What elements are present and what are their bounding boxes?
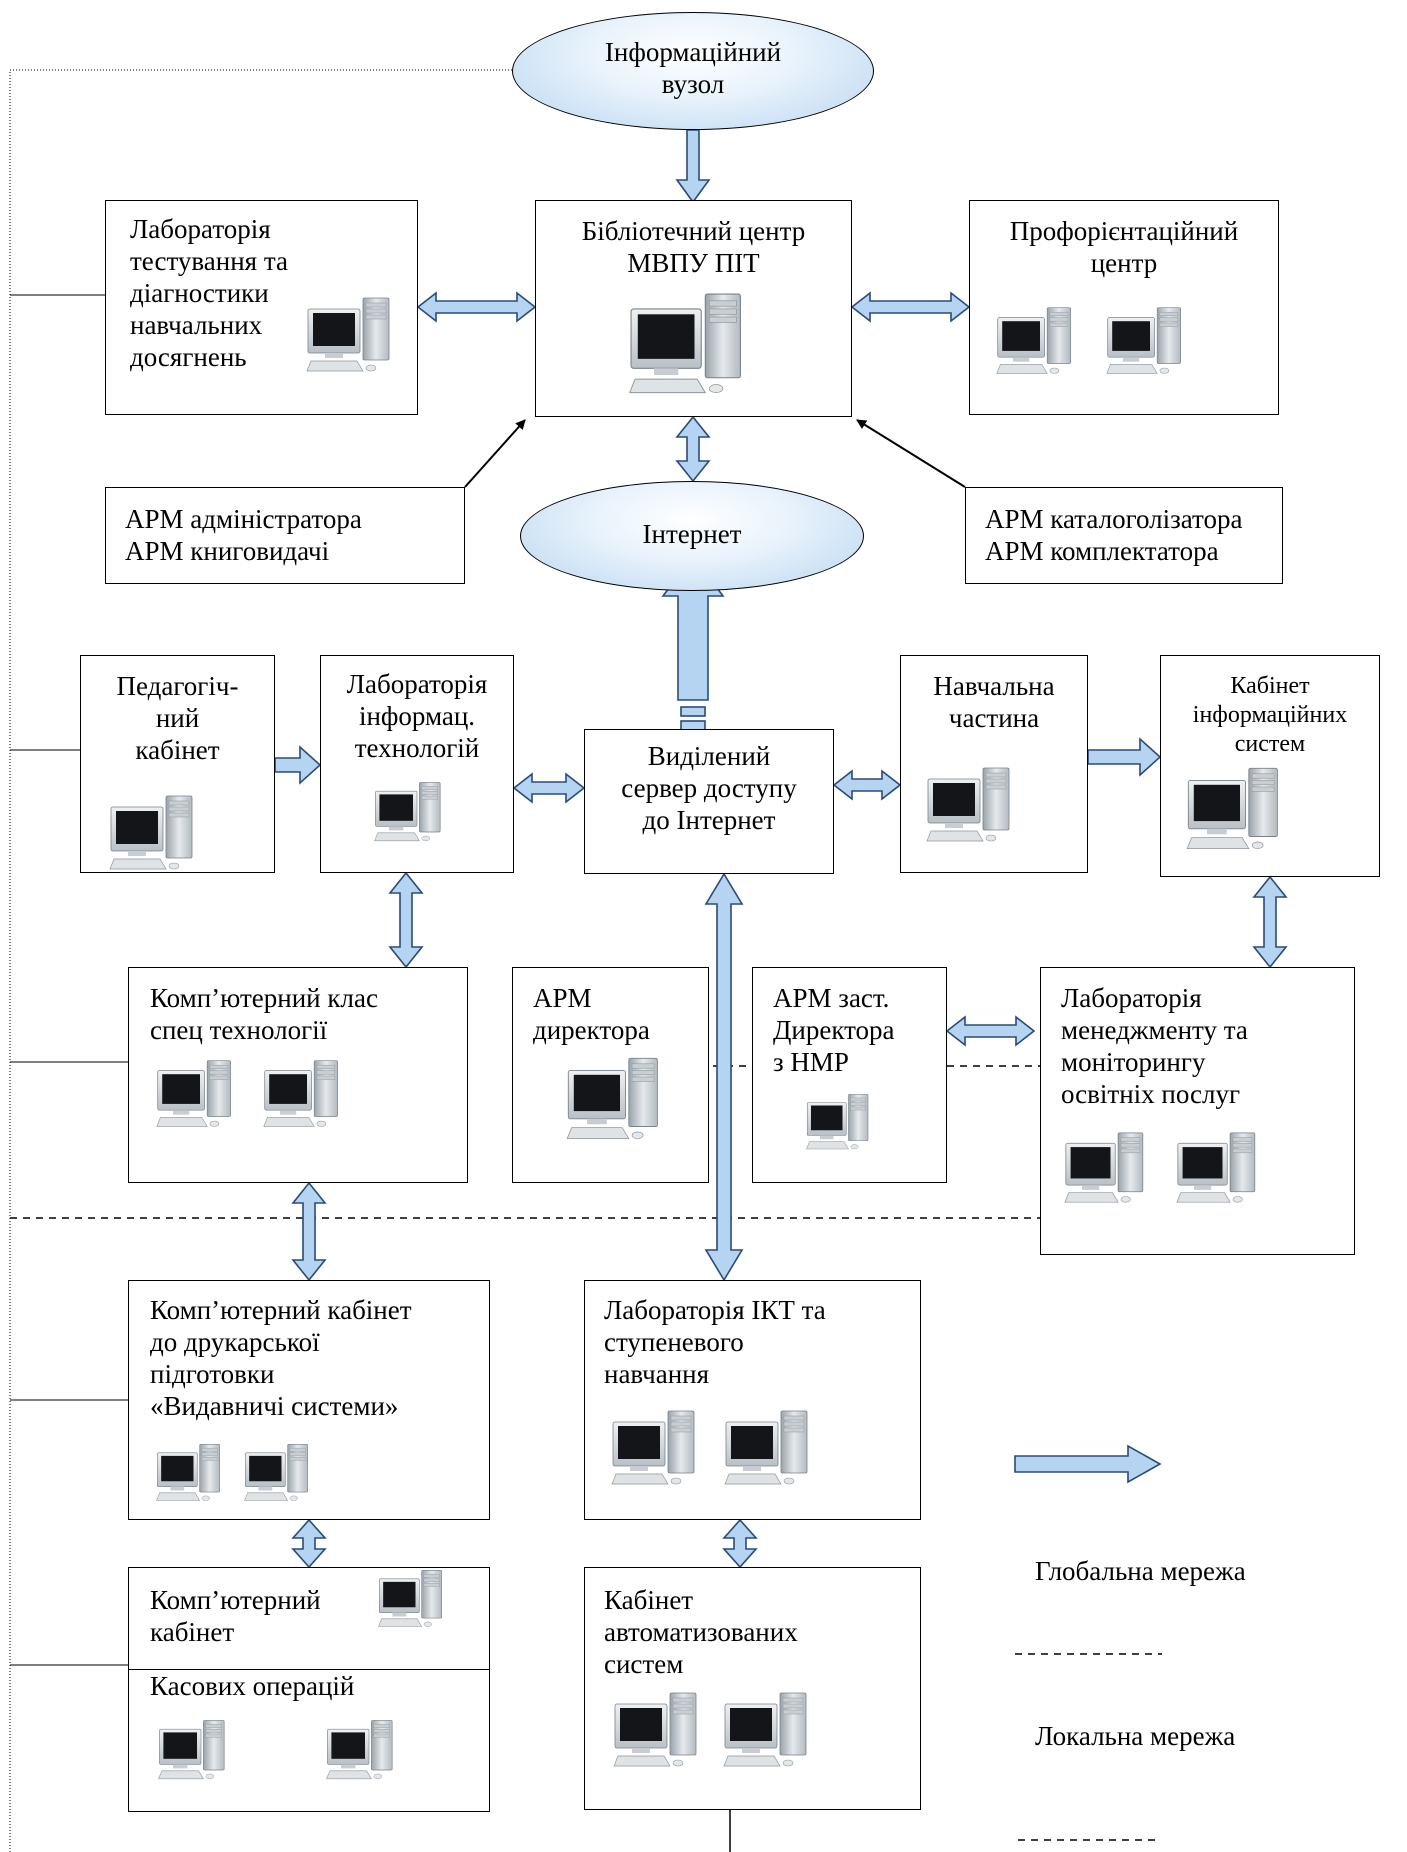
arm-catalog-box[interactable]	[965, 487, 1283, 584]
info-node-ellipse	[512, 12, 874, 130]
computer-icon	[262, 1058, 352, 1130]
server-label: Виділений сервер доступу до Інтернет	[621, 741, 797, 835]
computer-icon	[305, 295, 405, 375]
mgmt-lab-box[interactable]	[1040, 967, 1355, 1255]
ped-cabinet-label: Педагогіч- ний кабінет	[116, 671, 239, 765]
legend-local-label: Локальна мережа	[1035, 1721, 1236, 1751]
arm-arrows	[464, 419, 966, 488]
computer-icon	[157, 1718, 237, 1782]
career-center-label: Профорієнтаційний центр	[1009, 216, 1239, 278]
computer-icon	[1063, 1130, 1158, 1206]
server-box[interactable]	[584, 729, 834, 874]
computer-icon	[243, 1442, 320, 1504]
info-node-label: Інформаційний вузол	[604, 37, 782, 99]
internet-label: Інтернет	[642, 519, 742, 549]
internet-ellipse	[520, 481, 864, 591]
legend-global-arrow	[1014, 1444, 1162, 1484]
computer-icon	[723, 1408, 823, 1488]
computer-icon	[612, 1690, 712, 1770]
testing-lab-label: Лабораторія тестування та діагностики на…	[130, 214, 288, 372]
ict-lab-label: Лабораторія ІКТ та ступеневого навчання	[604, 1295, 826, 1389]
arm-deputy-label: АРМ заст. Директора з НМР	[773, 983, 895, 1077]
is-cabinet-label: Кабінет інформаційних систем	[1192, 673, 1348, 757]
computer-icon	[565, 1055, 675, 1143]
legend-global-label: Глобальна мережа	[1035, 1556, 1246, 1586]
computer-icon	[155, 1058, 245, 1130]
left-bus	[9, 69, 731, 1852]
computer-icon	[377, 1568, 454, 1630]
arm-director-label: АРМ директора	[533, 983, 650, 1045]
comp-class-label: Комп’ютерний клас спец технології	[150, 983, 378, 1045]
cabinet-divider	[128, 1669, 490, 1670]
computer-icon	[805, 1092, 880, 1152]
library-label: Бібліотечний центр МВПУ ПІТ	[581, 216, 806, 278]
arm-catalog-label: АРМ каталоголізатора АРМ комплектатора	[985, 504, 1243, 566]
print-cabinet-label: Комп’ютерний кабінет до друкарської підг…	[150, 1295, 412, 1421]
global-network-arrows	[274, 129, 1288, 1569]
computer-icon	[325, 1718, 405, 1782]
arm-deputy-box[interactable]	[752, 967, 947, 1183]
computer-icon	[108, 793, 208, 873]
computer-icon	[1185, 765, 1295, 853]
computer-icon	[722, 1690, 822, 1770]
computer-icon	[1175, 1130, 1270, 1206]
computer-icon	[1105, 305, 1195, 377]
computer-icon	[925, 765, 1025, 845]
computer-icon	[373, 780, 453, 844]
arm-admin-box[interactable]	[105, 487, 465, 584]
cash-ops-label: Касових операцій	[150, 1671, 355, 1701]
arm-admin-label: АРМ адміністратора АРМ книговидачі	[125, 504, 362, 566]
computer-icon	[155, 1442, 232, 1504]
computer-icon	[627, 290, 762, 398]
comp-cabinet-label: Комп’ютерний кабінет	[150, 1585, 321, 1647]
it-lab-label: Лабораторія інформац. технологій	[346, 669, 488, 763]
academic-dept-label: Навчальна частина	[933, 671, 1055, 733]
career-center-box[interactable]	[969, 200, 1279, 415]
auto-cabinet-box[interactable]	[584, 1567, 921, 1810]
computer-icon	[610, 1408, 710, 1488]
computer-icon	[995, 305, 1085, 377]
mgmt-lab-label: Лабораторія менеджменту та моніторингу о…	[1061, 983, 1248, 1109]
auto-cabinet-label: Кабінет автоматизованих систем	[604, 1585, 798, 1679]
